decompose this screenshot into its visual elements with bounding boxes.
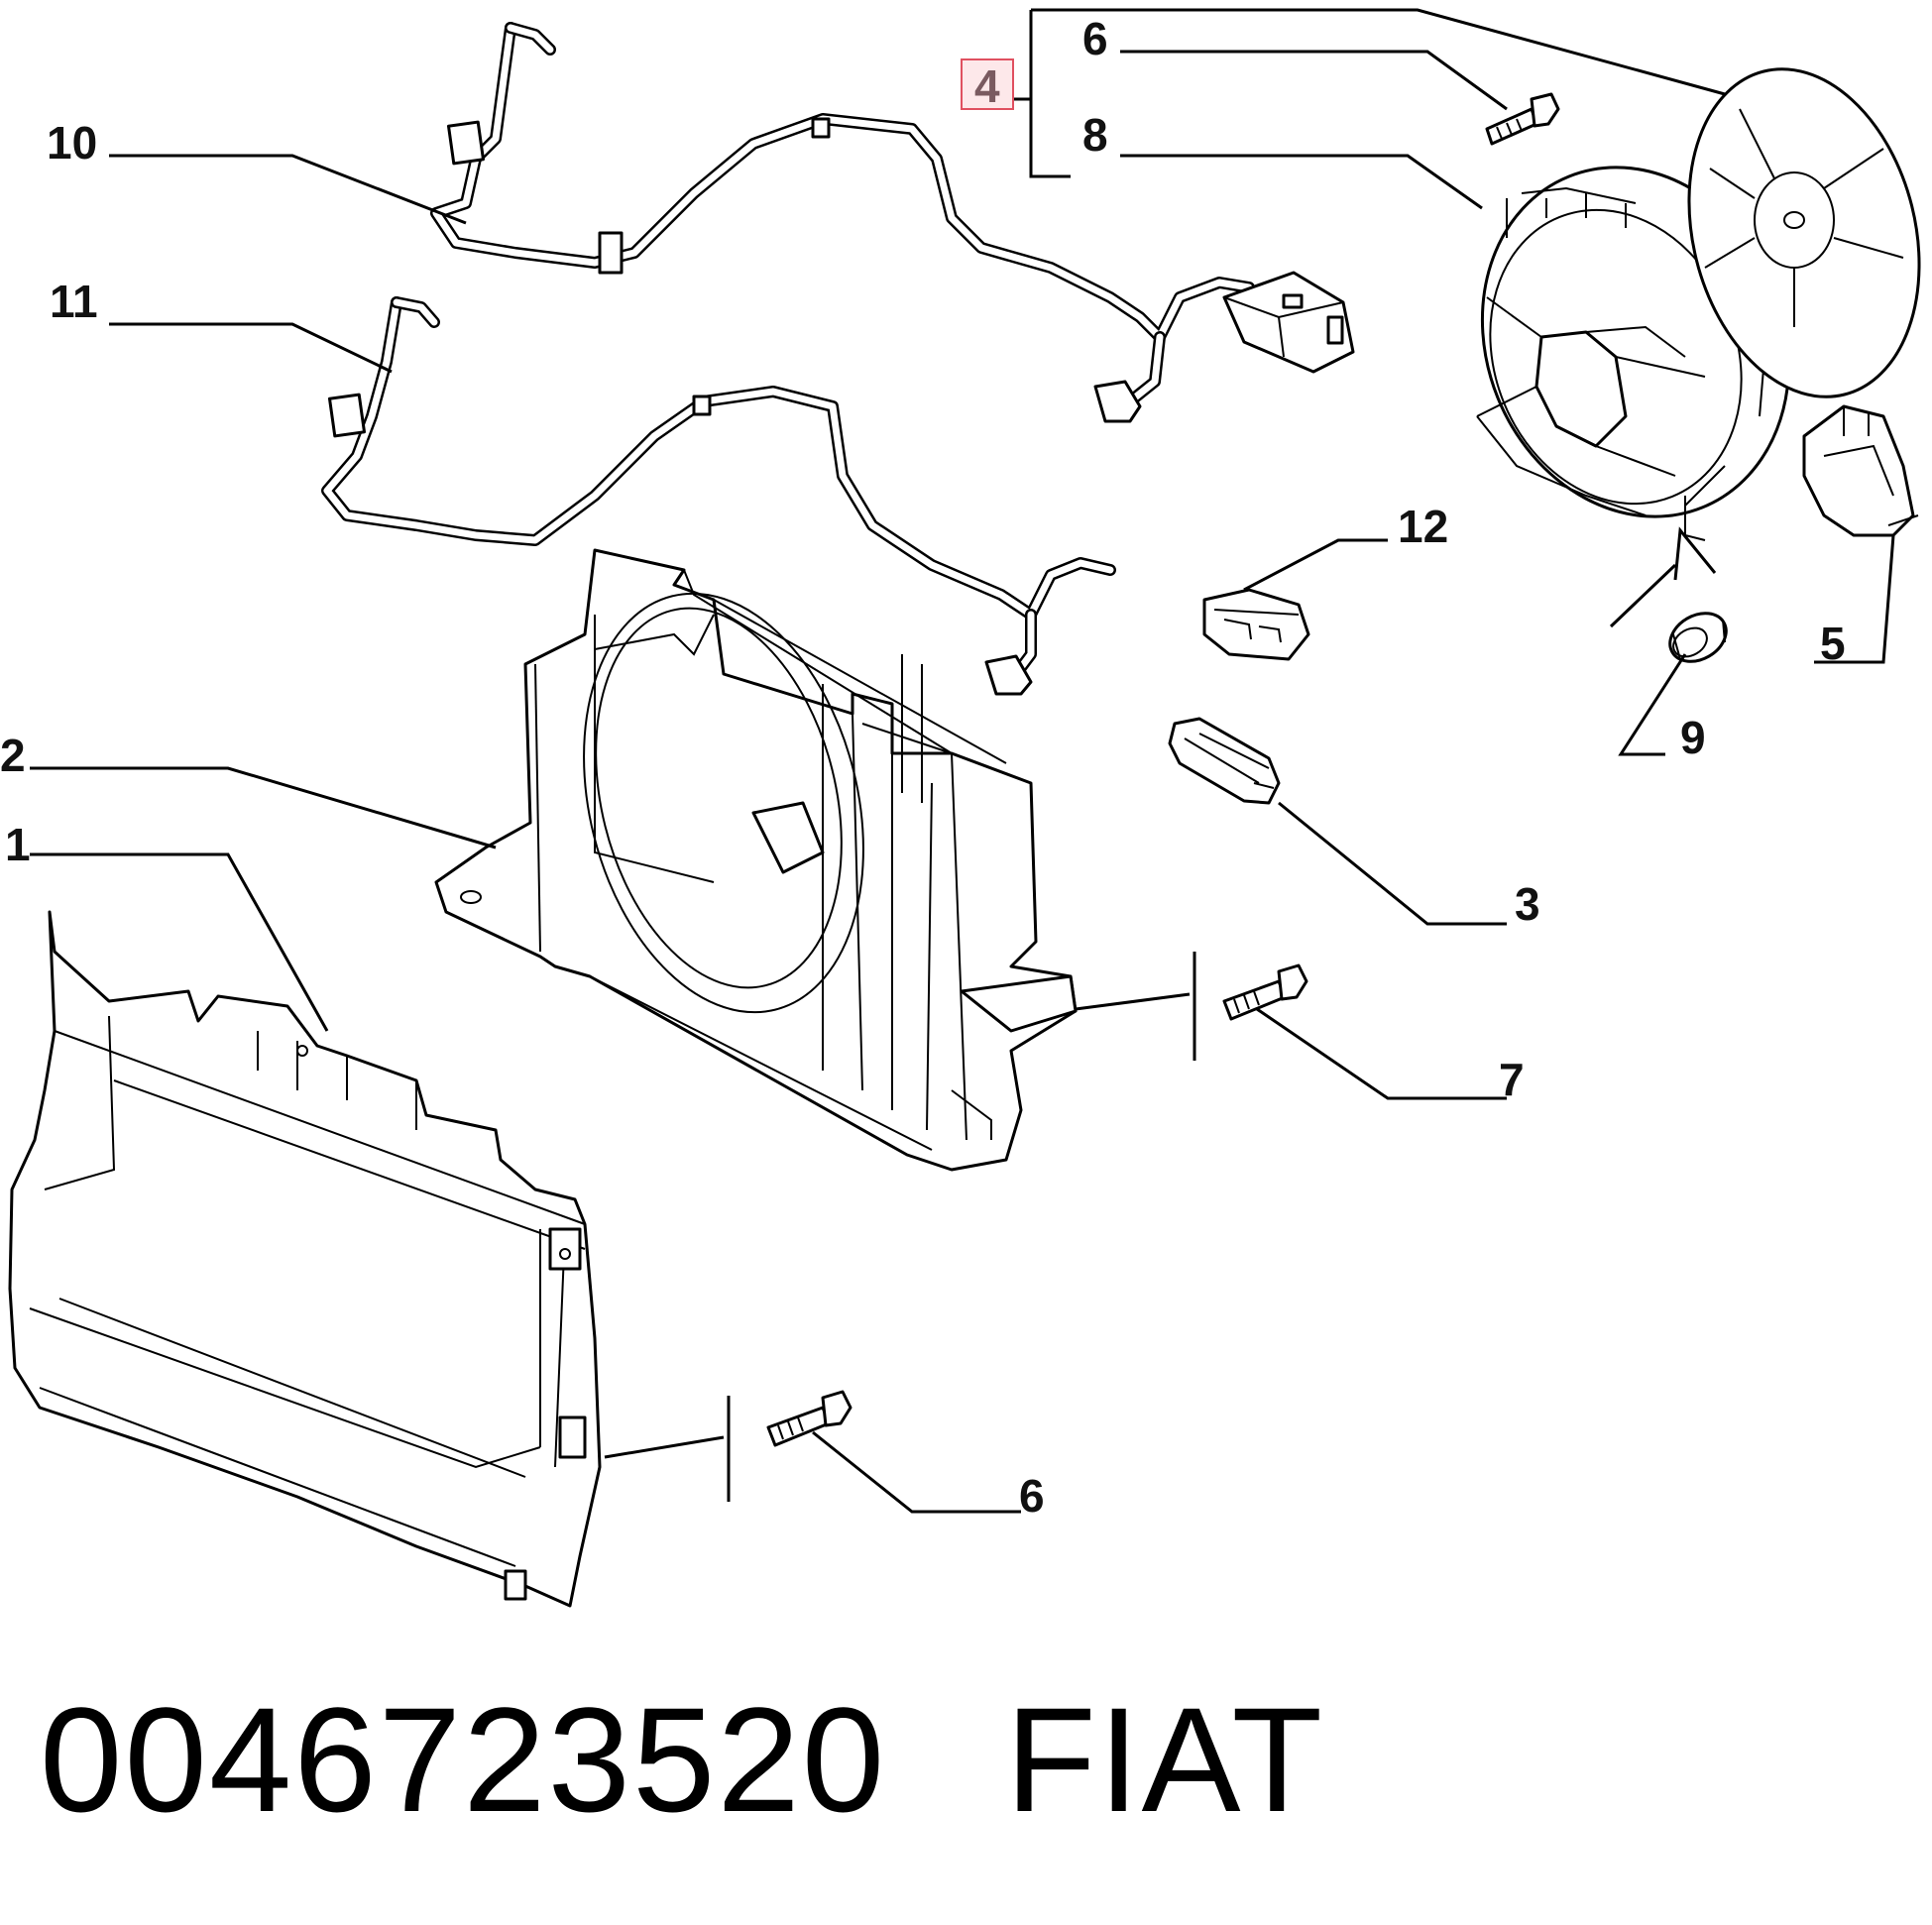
fan-blade-4 — [1687, 67, 1921, 398]
callout-6-lower: 6 — [1019, 1470, 1045, 1522]
wiring-harness-11 — [321, 296, 1116, 696]
grommet-9 — [1668, 612, 1728, 663]
leader-lines — [30, 8, 1895, 1514]
motor-cover-5 — [1802, 404, 1919, 537]
callout-11: 11 — [50, 276, 98, 327]
callout-6-upper: 6 — [1082, 13, 1108, 64]
callout-4: 4 — [974, 60, 1000, 112]
callout-4-highlight — [961, 58, 1014, 110]
callout-8: 8 — [1082, 109, 1108, 161]
callout-9: 9 — [1680, 712, 1706, 763]
bracket-3 — [1168, 717, 1281, 805]
resistor-12 — [1202, 588, 1310, 661]
callout-2: 2 — [0, 730, 26, 781]
bolt-7 — [1222, 963, 1308, 1021]
fan-shroud-frame-2 — [434, 548, 1078, 1172]
callout-7: 7 — [1499, 1054, 1525, 1105]
callout-10: 10 — [47, 117, 97, 169]
bolt-6-upper — [1485, 92, 1560, 146]
wiring-harness-10 — [430, 22, 1355, 423]
radiator-frame-1 — [8, 910, 602, 1608]
callout-3: 3 — [1515, 878, 1540, 930]
bolt-6-lower — [766, 1390, 852, 1447]
brand-name: FIAT — [1005, 1676, 1325, 1843]
callout-12: 12 — [1398, 501, 1448, 552]
callout-1: 1 — [5, 819, 31, 870]
callout-5: 5 — [1820, 618, 1846, 669]
part-number: 0046723520 — [40, 1676, 887, 1843]
